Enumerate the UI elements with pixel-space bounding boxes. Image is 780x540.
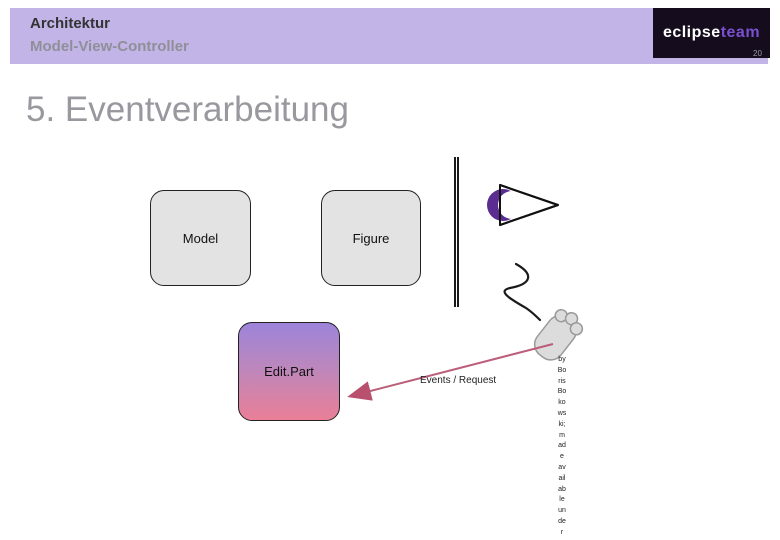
squiggle-line bbox=[503, 262, 542, 322]
credit-line: le bbox=[559, 496, 565, 504]
figure-box: Figure bbox=[321, 190, 421, 286]
credit-line: m bbox=[559, 431, 565, 439]
credit-text: by Bo ris Bo ko ws ki; m ad e av ail ab … bbox=[549, 355, 575, 539]
credit-line: e bbox=[560, 453, 564, 461]
credit-line: un bbox=[558, 507, 566, 515]
credit-line: ko bbox=[558, 399, 566, 407]
events-arrow bbox=[347, 343, 554, 401]
logo-text-eclipse: eclipse bbox=[662, 24, 721, 41]
page-number: 20 bbox=[753, 49, 762, 58]
credit-line: ki; bbox=[558, 420, 566, 428]
credit-line: ris bbox=[558, 377, 566, 385]
credit-line: Bo bbox=[557, 388, 567, 396]
credit-line: ad bbox=[558, 442, 566, 450]
credit-line: ail bbox=[558, 474, 566, 482]
model-label: Model bbox=[182, 230, 219, 246]
credit-line: ab bbox=[558, 485, 566, 493]
header-subtitle: Model-View-Controller bbox=[30, 38, 189, 55]
slide-title: 5. Eventverarbeitung bbox=[26, 90, 349, 129]
model-box: Model bbox=[150, 190, 251, 286]
credit-line: ws bbox=[557, 409, 567, 417]
hand-cursor-icon bbox=[533, 308, 584, 361]
credit-line: de bbox=[558, 517, 566, 525]
credit-line: av bbox=[558, 463, 566, 471]
logo-text-team: team bbox=[720, 24, 761, 41]
credit-line: by bbox=[558, 356, 566, 363]
eye-icon bbox=[487, 184, 559, 226]
figure-label: Figure bbox=[352, 230, 390, 246]
double-vertical-line bbox=[454, 157, 459, 307]
header-bar: Architektur Model-View-Controller bbox=[10, 8, 768, 64]
events-request-label: Events / Request bbox=[420, 375, 497, 386]
credit-line: r bbox=[560, 528, 564, 536]
editpart-box: Edit.Part bbox=[238, 322, 340, 421]
editpart-label: Edit.Part bbox=[264, 364, 314, 379]
credit-line: Bo bbox=[557, 366, 567, 374]
header-title: Architektur bbox=[30, 15, 111, 32]
